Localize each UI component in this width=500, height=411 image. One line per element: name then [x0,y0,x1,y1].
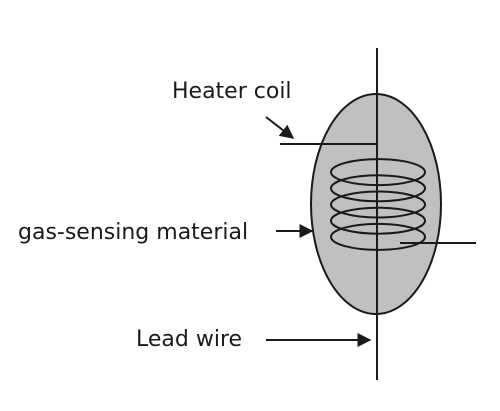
gas-sensing-material-label: gas-sensing material [18,220,248,245]
heater-coil-arrow [265,116,295,139]
coil-turn [330,158,426,187]
coil-turn [330,174,426,203]
lead-wire-label: Lead wire [136,327,242,352]
heater-coil [330,158,426,251]
coil-turn [330,206,426,235]
coil-turn [330,222,426,251]
heater-coil-label: Heater coil [172,79,292,104]
coil-turn [330,190,426,219]
